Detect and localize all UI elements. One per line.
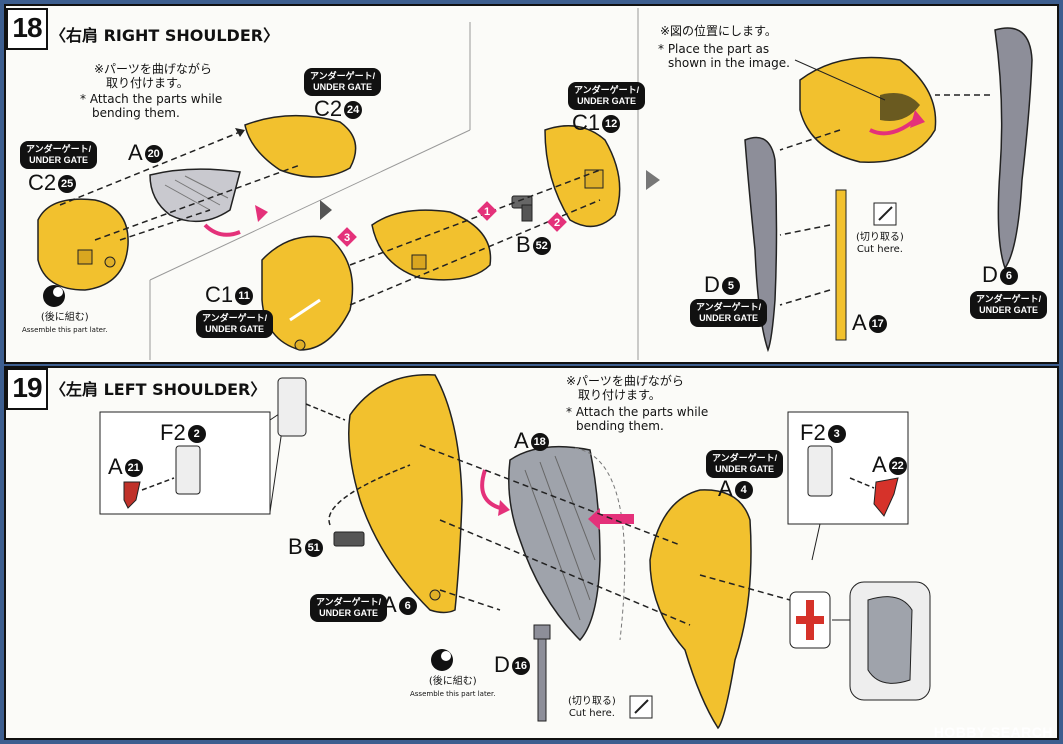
part-a18-grey — [508, 445, 601, 642]
seq-markers — [337, 201, 567, 247]
under-gate-badge: アンダーゲート/UNDER GATE — [310, 594, 388, 622]
under-gate-badge: アンダーゲート/UNDER GATE — [690, 299, 768, 327]
part-c1-11-shell — [261, 235, 354, 351]
part-d6-grey — [994, 27, 1033, 270]
part-f2-3 — [807, 445, 833, 497]
seq-marker-1: 1 — [484, 206, 490, 218]
under-gate-badge: アンダーゲート/UNDER GATE — [568, 82, 646, 110]
under-gate-badge: アンダーゲート/UNDER GATE — [706, 450, 784, 478]
part-a4-shell — [649, 489, 752, 730]
part-shoulder-placed — [799, 56, 937, 163]
part-f2-2 — [175, 445, 201, 495]
step18-note-jp: ※パーツを曲げながら取り付けます。 — [94, 62, 212, 90]
assemble-later-note: (後に組む)Assemble this part later. — [22, 312, 108, 334]
step19-title: 〈左肩 LEFT SHOULDER〉 — [50, 380, 267, 399]
part-c2-24-shell — [244, 115, 357, 178]
under-gate-badge: アンダーゲート/UNDER GATE — [196, 310, 274, 338]
part-d5-grey — [744, 136, 778, 353]
assemble-later-icon — [431, 649, 453, 671]
step18-note2-jp: ※図の位置にします。 — [660, 24, 777, 38]
under-gate-badge: アンダーゲート/UNDER GATE — [20, 141, 98, 169]
arrow-pink — [600, 514, 634, 524]
seq-marker-2: 2 — [554, 217, 560, 229]
step19-number: 19 — [6, 368, 48, 410]
seq-marker-3: 3 — [344, 232, 350, 244]
part-a17-rod — [835, 189, 847, 341]
arrow-next-icon — [646, 170, 660, 190]
part-a20-grey — [149, 168, 241, 223]
step18-title: 〈右肩 RIGHT SHOULDER〉 — [50, 26, 280, 45]
cut-here-note: (切り取る)Cut here. — [568, 696, 616, 719]
assemble-later-note: (後に組む)Assemble this part later. — [410, 676, 496, 698]
part-f2-2-small — [277, 377, 307, 437]
part-assembled-shell — [371, 209, 492, 281]
cut-here-note: (切り取る)Cut here. — [856, 232, 904, 255]
watermark: HOBBY SEARCH — [933, 724, 1053, 740]
part-d16-rod — [537, 634, 547, 722]
part-a22-red — [873, 477, 899, 517]
step19-note-jp: ※パーツを曲げながら取り付けます。 — [566, 374, 684, 402]
step18-number: 18 — [6, 8, 48, 50]
under-gate-badge: アンダーゲート/UNDER GATE — [304, 68, 382, 96]
part-c1-12-shell — [544, 125, 621, 228]
part-b51-peg — [333, 531, 365, 547]
part-shoulder-shield — [348, 374, 463, 614]
under-gate-badge: アンダーゲート/UNDER GATE — [970, 291, 1048, 319]
part-a21-red — [123, 481, 141, 509]
